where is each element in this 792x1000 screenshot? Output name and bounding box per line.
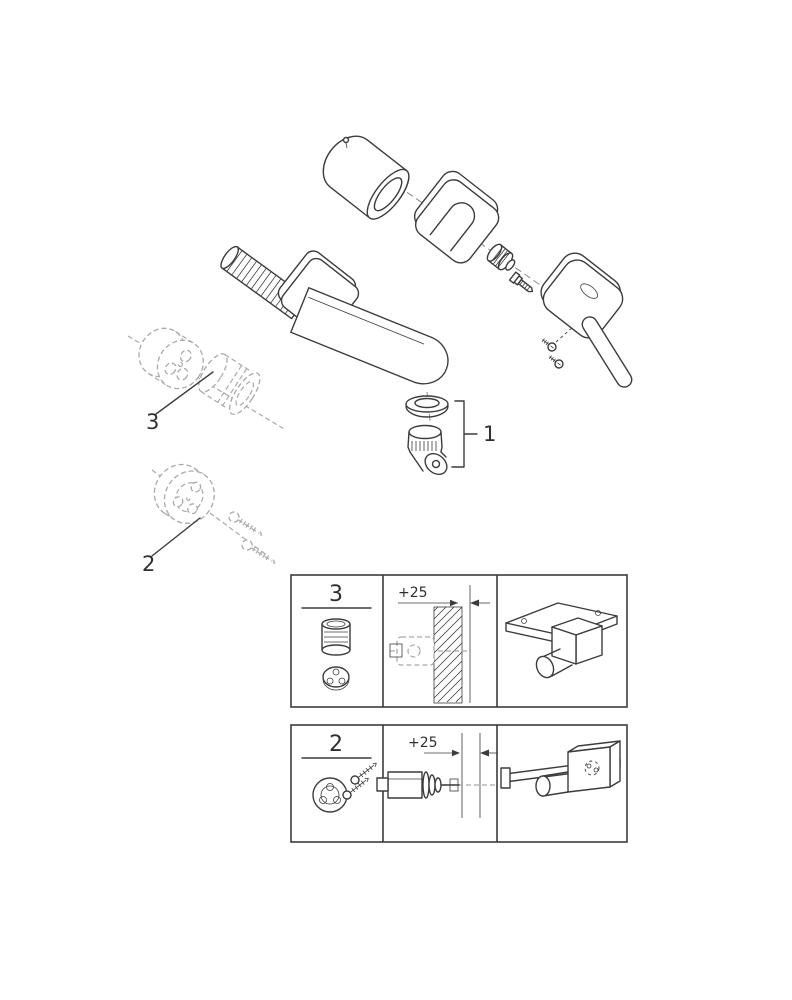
instruction-panel-top: 3 +25 [290, 574, 628, 708]
panel-bottom-dimension: +25 [408, 735, 438, 751]
mounting-screw-phantom-2 [241, 539, 276, 564]
knurled-mounting-nut [486, 243, 516, 271]
spout-assembly: 1 [220, 245, 496, 476]
handle-escutcheon-plate [540, 252, 624, 339]
rosette-phantom [153, 463, 215, 524]
trim-disc-phantom [138, 327, 204, 390]
callout-3-label: 3 [146, 410, 159, 434]
callout-1-bracket [451, 400, 478, 468]
panel-bottom-border [290, 724, 628, 843]
square-wall-rosette [413, 170, 500, 264]
panel-bottom-cell-part: 2 [301, 732, 377, 813]
phantom-group-2: 2 [142, 463, 276, 576]
panel-top-label: 3 [329, 582, 343, 607]
handle-assembly [322, 135, 633, 388]
panel-top-cell-roughin [505, 602, 618, 679]
aerator-ring [405, 395, 449, 418]
panel-top-dividers [382, 575, 498, 707]
mounting-screw-phantom-1 [228, 511, 263, 536]
handle-screw-2 [548, 355, 564, 369]
fixing-screw [508, 271, 534, 293]
panel-bottom-cell-dimension: +25 [376, 733, 498, 818]
aerator-housing [407, 424, 448, 476]
callout-2-label: 2 [142, 552, 155, 576]
sleeve-set-pin [342, 136, 350, 149]
callout-1-label: 1 [483, 422, 496, 446]
panel-top-dimension: +25 [398, 585, 428, 601]
callout-3-leader [155, 371, 214, 415]
panel-top-cell-dimension: +25 [389, 585, 490, 704]
spout-body [290, 287, 449, 385]
panel-bottom-label: 2 [329, 732, 343, 757]
panel-top-cell-part: 3 [301, 582, 372, 691]
phantom-group-3: 3 [138, 327, 261, 434]
callout-2-leader [151, 517, 201, 557]
instruction-panel-bottom: 2 +25 [290, 724, 628, 843]
handle-screw-1 [541, 338, 557, 352]
sleeve-escutcheon [322, 135, 410, 220]
panel-bottom-cell-roughin [500, 740, 621, 797]
handle-lever [581, 316, 633, 388]
panel-top-border [290, 574, 628, 708]
handle-axis-line [397, 185, 557, 297]
handle-screw-guide-line [555, 325, 575, 343]
